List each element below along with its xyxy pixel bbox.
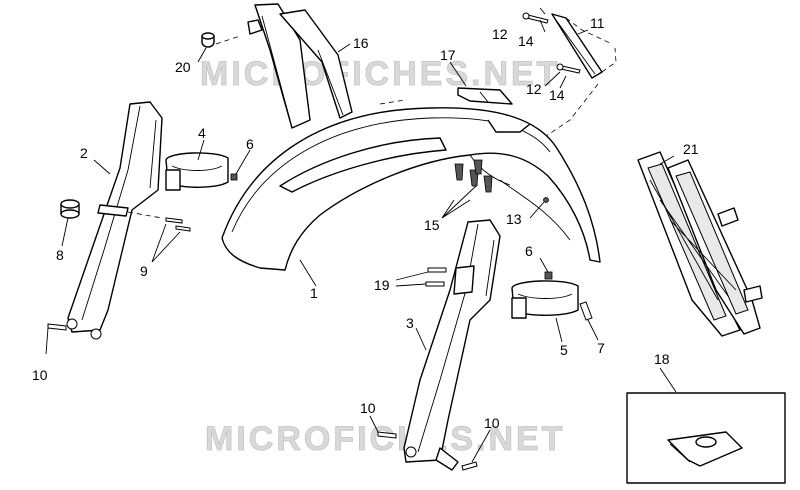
- part-front-mudguard-1: [221, 107, 601, 271]
- part-screws-12-14: [522, 12, 581, 74]
- part-bolt-10-lower-left: [377, 431, 397, 439]
- callout-4: 4: [198, 125, 206, 141]
- callout-9: 9: [140, 263, 148, 279]
- callout-5: 5: [560, 342, 568, 358]
- callout-7: 7: [597, 340, 605, 356]
- part-screw-7: [579, 301, 593, 321]
- watermark-bottom: MICROFICHES.NET: [205, 420, 565, 458]
- callout-6a: 6: [246, 136, 254, 152]
- part-screw-13: [543, 197, 549, 203]
- callout-17: 17: [440, 47, 456, 63]
- part-plate-18: [667, 431, 743, 467]
- part-bracket-17: [457, 87, 513, 105]
- callout-3: 3: [406, 315, 414, 331]
- part-bolt-10-left: [47, 323, 67, 331]
- part-nut-6-left: [230, 173, 238, 181]
- callout-13: 13: [506, 211, 522, 227]
- callout-10c: 10: [484, 415, 500, 431]
- part-clamp-right-5: [511, 280, 579, 319]
- part-fork-guard-21: [637, 151, 763, 337]
- callout-14b: 14: [549, 87, 565, 103]
- part-nut-6-right: [544, 271, 553, 280]
- part-fork-slider-left-2: [66, 101, 163, 340]
- callout-2: 2: [80, 145, 88, 161]
- callout-12a: 12: [492, 26, 508, 42]
- part-screws-15: [454, 159, 493, 193]
- part-bolt-10-lower-right: [461, 461, 478, 471]
- leader-lines: [45, 7, 677, 463]
- callout-18: 18: [654, 351, 670, 367]
- part-fork-slider-right-3: [403, 219, 501, 471]
- callout-10a: 10: [32, 367, 48, 383]
- part-screws-19: [425, 267, 447, 287]
- callout-12b: 12: [526, 81, 542, 97]
- callout-19: 19: [374, 277, 390, 293]
- part-cap-8: [60, 199, 80, 219]
- callout-21: 21: [683, 141, 699, 157]
- part-screws-9: [165, 217, 191, 232]
- part-grommet-20: [201, 32, 215, 48]
- callout-20: 20: [175, 59, 191, 75]
- part-clamp-left-4: [165, 152, 229, 191]
- part-bracket-16: [247, 3, 353, 129]
- callout-1: 1: [310, 285, 318, 301]
- callout-15: 15: [424, 217, 440, 233]
- callout-16: 16: [353, 35, 369, 51]
- callout-11: 11: [590, 15, 605, 31]
- callout-6b: 6: [525, 243, 533, 259]
- watermark-top: MICROFICHES.NET: [200, 55, 560, 93]
- callout-10b: 10: [360, 400, 376, 416]
- callout-8: 8: [56, 247, 64, 263]
- callout-14a: 14: [518, 33, 534, 49]
